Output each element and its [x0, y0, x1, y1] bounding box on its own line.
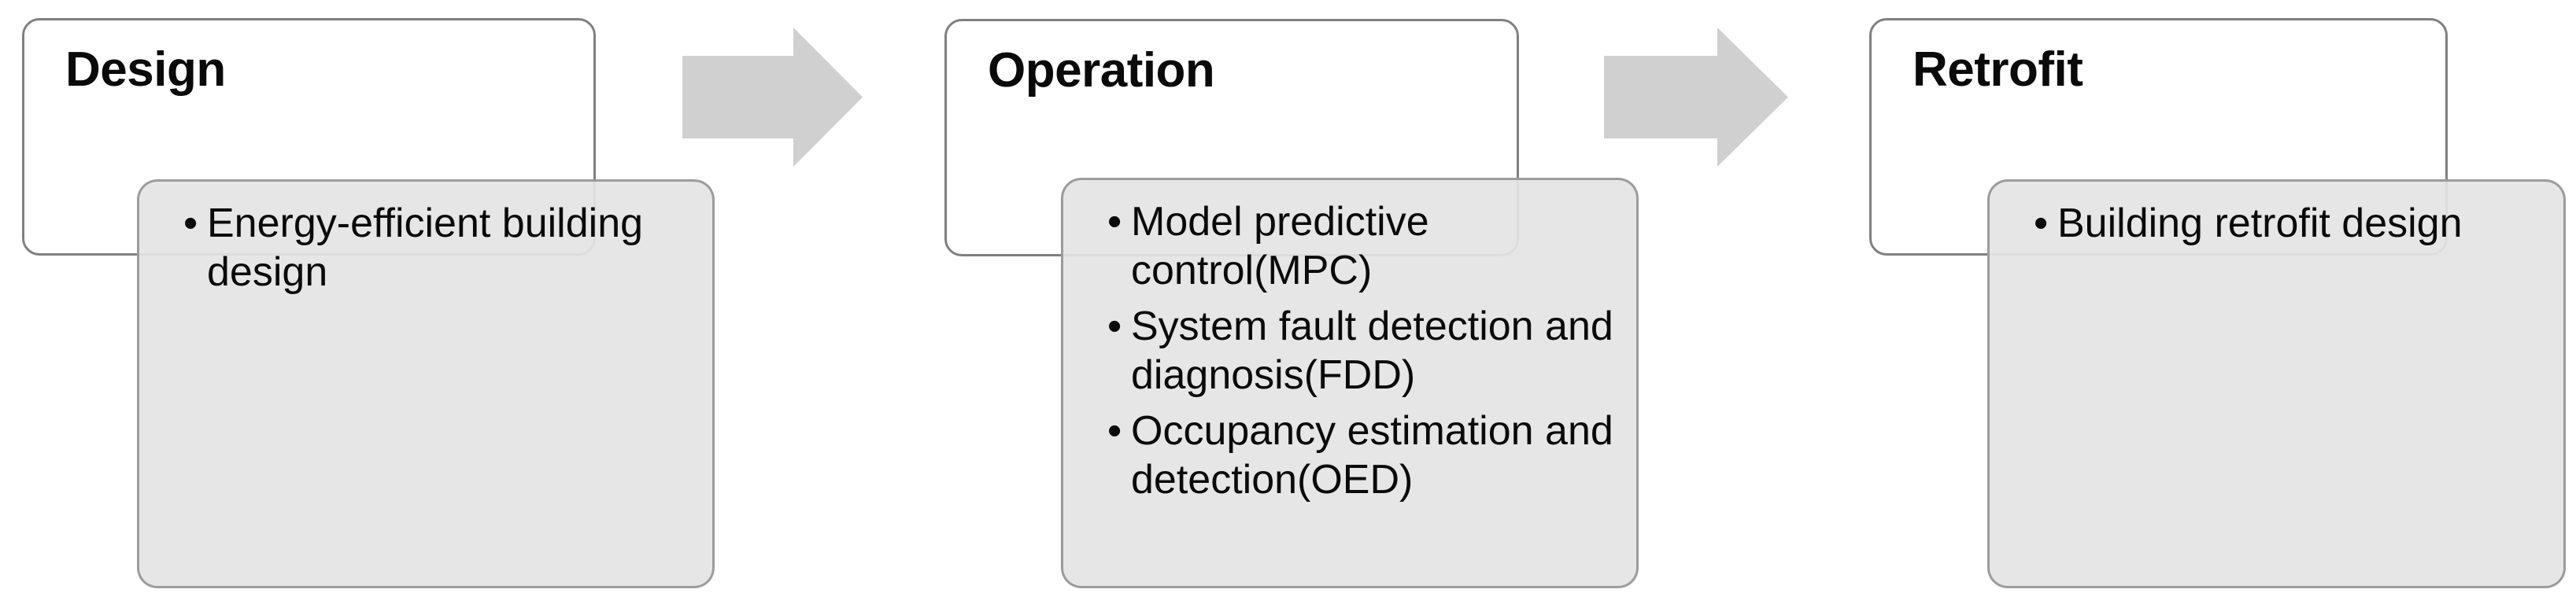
- bullet-list-design: • Energy-efficient building design: [183, 199, 698, 304]
- list-item-text: Energy-efficient building design: [207, 201, 644, 296]
- stage-title-operation: Operation: [988, 43, 1215, 98]
- bullet-icon: •: [1107, 199, 1122, 245]
- bullet-list-retrofit: • Building retrofit design: [2034, 199, 2549, 254]
- bullet-list-operation: • Model predictive control(MPC) • System…: [1107, 197, 1622, 510]
- stage-title-retrofit: Retrofit: [1913, 42, 2083, 97]
- list-item: • Model predictive control(MPC): [1107, 197, 1622, 296]
- stage-title-design: Design: [65, 42, 226, 97]
- body-card-design: • Energy-efficient building design: [137, 179, 715, 588]
- arrow-design-to-operation: [682, 28, 863, 167]
- bullet-icon: •: [1107, 407, 1122, 454]
- bullet-icon: •: [183, 201, 198, 246]
- list-item: • Energy-efficient building design: [183, 199, 698, 297]
- list-item-text: Building retrofit design: [2057, 201, 2463, 246]
- list-item: • Building retrofit design: [2034, 199, 2549, 248]
- list-item-text: Model predictive control(MPC): [1131, 199, 1429, 294]
- right-arrow-icon: [1604, 28, 1788, 167]
- list-item: • Occupancy estimation and detection(OED…: [1107, 407, 1622, 505]
- body-card-retrofit: • Building retrofit design: [1987, 179, 2566, 588]
- list-item: • System fault detection and diagnosis(F…: [1107, 302, 1622, 400]
- right-arrow-icon: [682, 28, 863, 167]
- arrow-operation-to-retrofit: [1604, 28, 1788, 167]
- bullet-icon: •: [2034, 201, 2049, 246]
- body-card-operation: • Model predictive control(MPC) • System…: [1061, 178, 1639, 588]
- bullet-icon: •: [1107, 303, 1122, 349]
- list-item-text: Occupancy estimation and detection(OED): [1131, 407, 1613, 503]
- list-item-text: System fault detection and diagnosis(FDD…: [1131, 303, 1613, 399]
